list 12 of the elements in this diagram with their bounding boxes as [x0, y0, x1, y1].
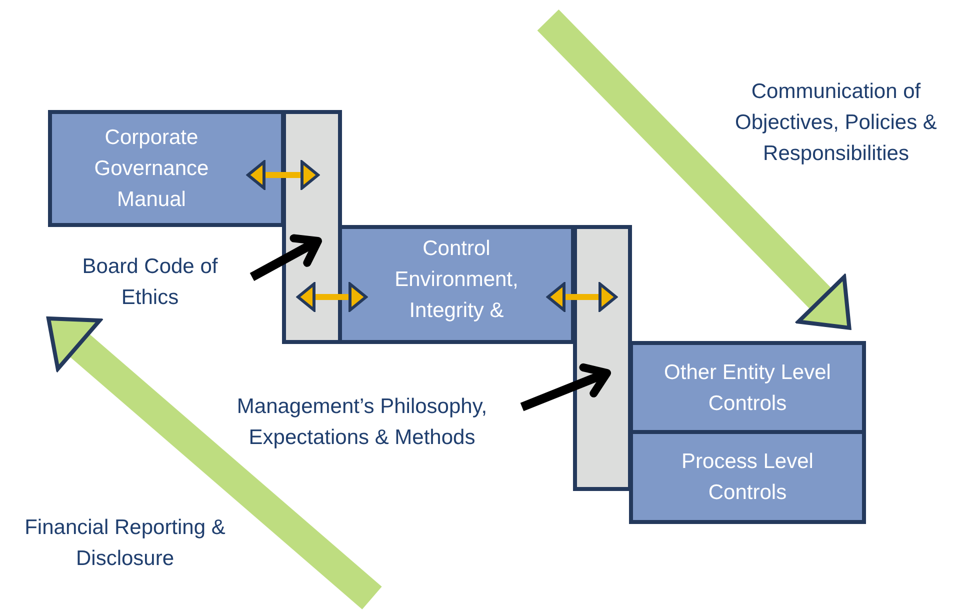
arrow	[296, 282, 368, 312]
arrow	[246, 160, 320, 190]
arrow	[546, 282, 618, 312]
arrow	[537, 10, 852, 330]
node-text: Board Code of Ethics	[80, 250, 220, 314]
node-text: Management’s Philosophy, Expectations & Methods	[212, 390, 512, 454]
arrow	[250, 234, 322, 281]
annotation-text: Communication of Objectives, Policies & Responsibilities	[734, 79, 938, 167]
process-box: Corporate Governance Manual	[48, 110, 285, 227]
connector-bar	[573, 225, 632, 491]
annotation-text: Financial Reporting & Disclosure	[24, 515, 226, 572]
arrow	[520, 363, 611, 412]
